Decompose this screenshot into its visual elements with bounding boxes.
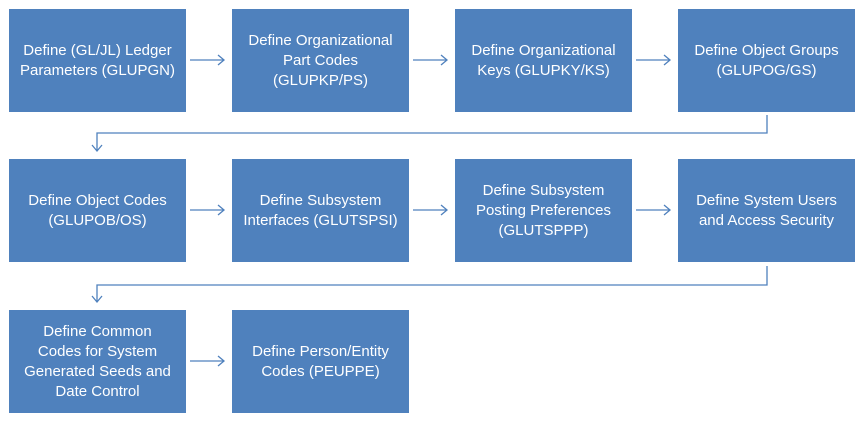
step-box-organizational-keys: Define Organizational Keys (GLUPKY/KS) <box>455 9 632 112</box>
step-box-person-entity-codes: Define Person/Entity Codes (PEUPPE) <box>232 310 409 413</box>
arrow-step-2-to-3 <box>413 54 449 66</box>
step-box-organizational-part-codes: Define Organizational Part Codes (GLUPKP… <box>232 9 409 112</box>
arrow-step-1-to-2 <box>190 54 226 66</box>
step-box-subsystem-interfaces: Define Subsystem Interfaces (GLUTSPSI) <box>232 159 409 262</box>
step-box-gl-ledger-parameters: Define (GL/JL) Ledger Parameters (GLUPGN… <box>9 9 186 112</box>
arrow-step-5-to-6 <box>190 204 226 216</box>
arrow-step-7-to-8 <box>636 204 672 216</box>
arrow-step-9-to-10 <box>190 355 226 367</box>
step-box-common-codes: Define Common Codes for System Generated… <box>9 310 186 413</box>
step-box-object-codes: Define Object Codes (GLUPOB/OS) <box>9 159 186 262</box>
arrow-step-4-to-5 <box>91 115 768 153</box>
step-box-system-users-access-security: Define System Users and Access Security <box>678 159 855 262</box>
arrow-step-8-to-9 <box>91 266 768 304</box>
step-box-subsystem-posting-preferences: Define Subsystem Posting Preferences (GL… <box>455 159 632 262</box>
step-box-object-groups: Define Object Groups (GLUPOG/GS) <box>678 9 855 112</box>
arrow-step-3-to-4 <box>636 54 672 66</box>
arrow-step-6-to-7 <box>413 204 449 216</box>
